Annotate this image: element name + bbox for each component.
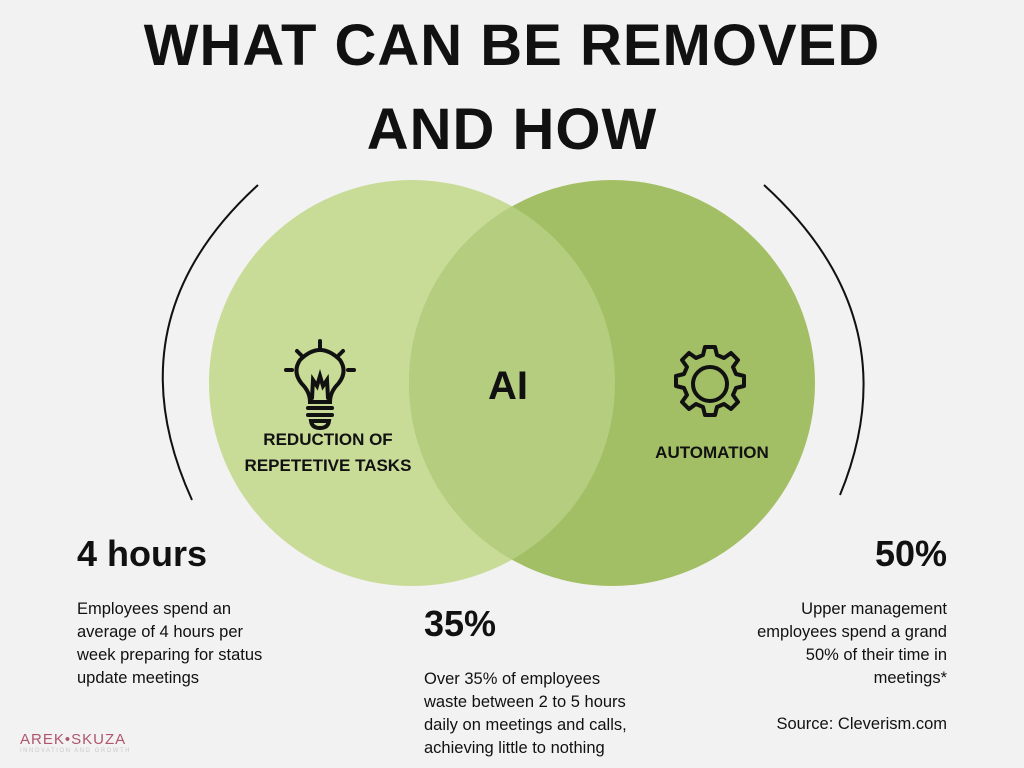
- line: Upper management: [801, 600, 947, 618]
- stat-left-text: Employees spend an average of 4 hours pe…: [77, 598, 262, 690]
- stat-center-text: Over 35% of employees waste between 2 to…: [424, 668, 627, 760]
- line: Over 35% of employees: [424, 670, 601, 688]
- line: daily on meetings and calls,: [424, 716, 627, 734]
- line: update meetings: [77, 669, 200, 687]
- stat-left-value: 4 hours: [77, 533, 208, 574]
- gear-icon: [674, 345, 746, 417]
- line: achieving little to nothing: [424, 739, 605, 757]
- title-line-1: WHAT CAN BE REMOVED: [143, 13, 881, 78]
- line: waste between 2 to 5 hours: [424, 693, 626, 711]
- left-circle-label: REDUCTION OF REPETETIVE TASKS: [228, 427, 428, 479]
- title-line-2: AND HOW: [366, 97, 658, 162]
- stat-right-value: 50%: [874, 533, 947, 574]
- lightbulb-icon: [284, 339, 356, 431]
- source-text: Source: Cleverism.com: [776, 715, 947, 733]
- logo-tagline: INNOVATION AND GROWTH: [20, 748, 131, 754]
- line: 50% of their time in: [805, 646, 947, 664]
- line: average of 4 hours per: [77, 623, 244, 641]
- logo-name: AREK•SKUZA: [20, 731, 127, 748]
- right-circle-label: AUTOMATION: [655, 443, 769, 462]
- line: employees spend a grand: [757, 623, 947, 641]
- line: week preparing for status: [77, 646, 263, 664]
- logo: AREK•SKUZA INNOVATION AND GROWTH: [20, 731, 131, 754]
- stat-center-value: 35%: [424, 603, 497, 644]
- stat-right-text: Upper management employees spend a grand…: [757, 598, 947, 736]
- right-arc: [763, 184, 865, 496]
- overlap-region: [409, 180, 615, 586]
- left-arc: [161, 184, 259, 501]
- left-label-line-1: REDUCTION OF: [263, 430, 393, 449]
- left-label-line-2: REPETETIVE TASKS: [244, 456, 412, 475]
- center-label-ai: AI: [488, 364, 528, 408]
- line: Employees spend an: [77, 600, 232, 618]
- line: meetings*: [873, 669, 947, 687]
